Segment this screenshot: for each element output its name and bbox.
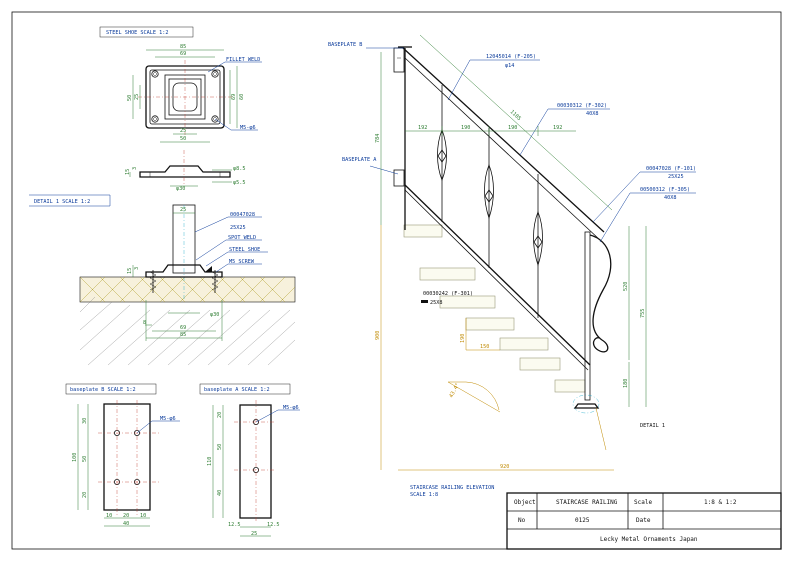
spacing-3: 190 (508, 125, 517, 131)
detail1-part-size: 25X25 (230, 225, 246, 231)
side-dim-d55: φ5.5 (233, 180, 246, 186)
baseplate-b-hole: M5-φ6 (160, 416, 176, 422)
tb-no-value: 0125 (575, 517, 590, 524)
title-block: Object STAIRCASE RAILING Scale 1:8 & 1:2… (506, 492, 782, 550)
elevation-view: BASEPLATE B BASEPLATE A 12045014 (F-205)… (328, 34, 696, 498)
dim-69: 69 (180, 51, 186, 57)
top-rail-size-label: 40X8 (586, 111, 599, 117)
dim-50-bottom: 50 (180, 136, 186, 142)
detail1-title: DETAIL 1 SCALE 1:2 (34, 199, 90, 205)
baseplate-a-view: baseplate A SCALE 1:2 M5-φ6 110 20 50 40… (199, 383, 300, 537)
detail1-dim-3: 3 (134, 267, 140, 270)
dim-755: 755 (640, 309, 646, 318)
steel-shoe-label: STEEL SHOE (229, 247, 260, 253)
baseplate-a-dim-50: 50 (217, 444, 223, 450)
dim-25-bottom: 25 (180, 128, 186, 134)
steel-shoe-title: STEEL SHOE SCALE 1:2 (106, 30, 168, 36)
tb-scale-value: 1:8 & 1:2 (704, 499, 737, 506)
baseplate-b-title: baseplate B SCALE 1:2 (70, 387, 136, 393)
baluster-size-label: 25X8 (430, 300, 443, 306)
screw-label: M5 SCREW (229, 259, 255, 265)
baseplate-b-dim-30: 30 (82, 418, 88, 424)
elevation-scale: SCALE 1:8 (410, 492, 438, 498)
baseplate-b-dim-10a: 10 (106, 513, 112, 519)
detail1-dim-15: 15 (127, 268, 133, 274)
spot-weld-label: SPOT WELD (228, 235, 256, 241)
dim-69-right: 69 (231, 94, 237, 100)
fillet-weld-label: FILLET WELD (226, 57, 260, 63)
dim-85: 85 (180, 44, 186, 50)
top-rail-part-label: 00030312 (F-302) (557, 103, 607, 109)
baseplate-a-dim-20: 20 (217, 412, 223, 418)
elevation-caption: STAIRCASE RAILING ELEVATION (410, 485, 494, 491)
side-dim-d85: φ8.5 (233, 166, 246, 172)
elev-baseplate-b-label: BASEPLATE B (328, 42, 362, 48)
spacing-2: 190 (461, 125, 470, 131)
dim-1105: 1105 (509, 109, 522, 122)
detail1-part-number: 00047028 (230, 212, 255, 218)
steel-shoe-view: STEEL SHOE SCALE 1:2 85 69 50 25 60 69 2… (99, 26, 262, 192)
dim-60-right: 60 (239, 94, 245, 100)
shoe-hole-label: M5-φ6 (240, 125, 256, 131)
detail1-view: DETAIL 1 SCALE 1:2 (29, 194, 296, 366)
handrail-part-label: 12045014 (F-205) (486, 54, 536, 60)
detail1-dim-d30: φ30 (210, 312, 219, 318)
elev-baseplate-a-label: BASEPLATE A (342, 157, 377, 163)
spacing-1: 192 (418, 125, 427, 131)
baseplate-b-view: baseplate B SCALE 1:2 M5-φ6 100 30 50 20… (65, 383, 180, 527)
detail1-dim-25: 25 (180, 207, 186, 213)
detail1-reference: DETAIL 1 (640, 423, 665, 429)
dim-520: 520 (623, 282, 629, 291)
dim-900: 900 (375, 331, 381, 340)
baseplate-b-dim-50: 50 (82, 456, 88, 462)
baseplate-a-dim-12a: 12.5 (228, 522, 241, 528)
dim-50-left: 50 (127, 95, 133, 101)
detail1-dim-85: 85 (180, 332, 186, 338)
post-part-label: 00047028 (F-101) (646, 166, 696, 172)
baseplate-a-dim-40: 40 (217, 490, 223, 496)
dim-180: 180 (623, 379, 629, 388)
baseplate-b-dim-10b: 10 (140, 513, 146, 519)
baseplate-a-title: baseplate A SCALE 1:2 (204, 387, 270, 393)
baluster-part-label: 00030242 (F-301) (423, 291, 473, 297)
side-dim-15: 15 (125, 169, 131, 175)
baseplate-a-dim-25: 25 (251, 531, 257, 537)
tb-no-label: No (518, 517, 526, 524)
post-size-label: 25X25 (668, 174, 684, 180)
rail-size-label: 40X8 (664, 195, 677, 201)
dim-150: 150 (480, 344, 489, 350)
tb-date-label: Date (636, 517, 651, 524)
dim-784: 784 (375, 134, 381, 143)
rail-part-label: 00500312 (F-305) (640, 187, 690, 193)
baseplate-b-dim-40: 40 (123, 521, 129, 527)
sheet-border (11, 11, 782, 550)
spacing-4: 192 (553, 125, 562, 131)
side-dim-d30: φ30 (176, 186, 185, 192)
tb-object-value: STAIRCASE RAILING (556, 499, 618, 506)
detail1-dim-69: 69 (180, 325, 186, 331)
dim-25-left: 25 (134, 94, 140, 100)
tb-object-label: Object (514, 499, 536, 506)
baseplate-a-dim-110: 110 (207, 457, 213, 466)
detail1-dim-8: 8 (143, 320, 146, 326)
tb-scale-label: Scale (634, 499, 652, 506)
baseplate-b-dim-100: 100 (72, 453, 78, 462)
handrail-size-label: φ14 (505, 63, 514, 69)
baseplate-a-dim-12b: 12.5 (267, 522, 280, 528)
baseplate-a-hole: M5-φ6 (283, 405, 299, 411)
angle-label: 43.4° (448, 382, 461, 399)
dim-920: 920 (500, 464, 509, 470)
side-dim-3: 3 (132, 167, 138, 170)
baseplate-b-dim-20: 20 (82, 492, 88, 498)
baseplate-b-dim-20h: 20 (123, 513, 129, 519)
dim-190: 190 (460, 334, 466, 343)
tb-company: Lecky Metal Ornaments Japan (600, 536, 698, 543)
